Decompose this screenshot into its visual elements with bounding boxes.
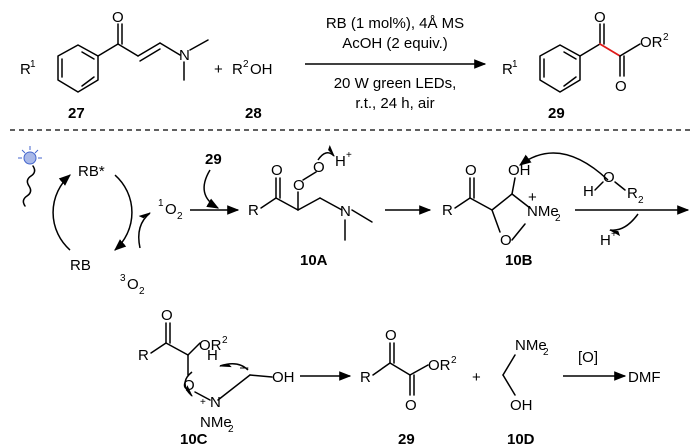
rb-excited-label: RB* bbox=[78, 163, 105, 180]
10b-released-plus: + bbox=[611, 229, 617, 240]
label-10c: 10C bbox=[180, 431, 208, 448]
intermediate-10a: R O O O H + N 10A bbox=[248, 144, 373, 269]
intermediate-10d: NMe 2 OH 10D bbox=[502, 337, 549, 448]
triplet-o2-label: O bbox=[127, 276, 139, 293]
product-29-bottom: R O O OR 2 29 bbox=[360, 327, 457, 448]
10b-ketone-o: O bbox=[465, 162, 477, 179]
10c-electron-arrow-1 bbox=[218, 363, 249, 371]
substrate-27: O N R 1 27 bbox=[20, 9, 209, 122]
10a-ketone-o: O bbox=[271, 162, 283, 179]
o2-activation-arrow bbox=[138, 212, 151, 249]
10a-plus: + bbox=[346, 150, 352, 161]
r2-superscript: 2 bbox=[243, 59, 249, 70]
singlet-o2-subscript: 2 bbox=[177, 211, 183, 222]
10b-alcohol-h: H bbox=[583, 183, 594, 200]
oh-label: OH bbox=[250, 61, 273, 78]
label-10b: 10B bbox=[505, 252, 533, 269]
singlet-o2-superscript: 1 bbox=[158, 198, 164, 209]
input-curved-arrow bbox=[203, 169, 220, 209]
label-28: 28 bbox=[245, 105, 262, 122]
10a-n: N bbox=[340, 203, 351, 220]
singlet-o2-label: O bbox=[165, 201, 177, 218]
cycle-arc-left bbox=[52, 174, 71, 251]
r2-label: R bbox=[232, 61, 243, 78]
carbonyl-o: O bbox=[112, 9, 124, 26]
10d-oh: OH bbox=[510, 397, 533, 414]
10a-peroxo-o2: O bbox=[313, 159, 325, 176]
condition-line-4: r.t., 24 h, air bbox=[355, 95, 434, 112]
29-or2: OR bbox=[428, 357, 451, 374]
condition-line-3: 20 W green LEDs, bbox=[334, 75, 457, 92]
10c-plus: + bbox=[200, 397, 206, 408]
10c-r: R bbox=[138, 347, 149, 364]
10b-alcohol-o: O bbox=[603, 169, 615, 186]
light-wavy-arrow bbox=[22, 165, 36, 207]
dmf-label: DMF bbox=[628, 369, 661, 386]
10c-electron-arrow-2 bbox=[184, 371, 193, 397]
10c-me2-sub: 2 bbox=[228, 424, 234, 435]
10c-h: H bbox=[207, 347, 218, 364]
29-or2-sup: 2 bbox=[451, 355, 457, 366]
product-ketone-o: O bbox=[594, 9, 606, 26]
light-bulb-icon bbox=[18, 146, 42, 165]
r1-superscript: 1 bbox=[30, 59, 36, 70]
10b-nme2-sub: 2 bbox=[555, 213, 561, 224]
intermediate-10c: R O OR 2 O N + NMe 2 H – OH 10C bbox=[138, 307, 295, 448]
10a-h: H bbox=[335, 153, 346, 170]
10c-ketone-o: O bbox=[161, 307, 173, 324]
10c-or2-sup: 2 bbox=[222, 335, 228, 346]
10b-r2: R bbox=[627, 185, 638, 202]
label-10a: 10A bbox=[300, 252, 328, 269]
product-r1: R bbox=[502, 61, 513, 78]
intermediate-10b: R O O OH NMe 2 + H O R 2 H + 10B bbox=[442, 152, 690, 269]
product-ester-o: O bbox=[615, 78, 627, 95]
10a-r: R bbox=[248, 202, 259, 219]
reagent-28: + R 2 OH 28 bbox=[214, 59, 273, 122]
triplet-o2-subscript: 2 bbox=[139, 286, 145, 297]
condition-line-2: AcOH (2 equiv.) bbox=[342, 35, 448, 52]
10a-proton-arrow bbox=[317, 144, 335, 161]
plus-sign: + bbox=[214, 61, 223, 78]
product-or2: OR bbox=[640, 34, 663, 51]
cycle-input-29: 29 bbox=[205, 151, 222, 168]
label-29-bottom: 29 bbox=[398, 431, 415, 448]
10d-nme2-sub: 2 bbox=[543, 347, 549, 358]
r1-label: R bbox=[20, 61, 31, 78]
10b-plus: + bbox=[528, 189, 537, 206]
label-27: 27 bbox=[68, 105, 85, 122]
rb-ground-label: RB bbox=[70, 257, 91, 274]
amine-n: N bbox=[179, 47, 190, 64]
10c-n: N bbox=[210, 394, 221, 411]
10b-oh: OH bbox=[508, 162, 531, 179]
10c-or2: OR bbox=[199, 337, 222, 354]
29-r: R bbox=[360, 369, 371, 386]
10a-peroxo-o1: O bbox=[293, 177, 305, 194]
10b-attack-arrow bbox=[519, 152, 609, 181]
10c-me2: NMe bbox=[200, 414, 232, 431]
10b-r: R bbox=[442, 202, 453, 219]
10b-released-h: H bbox=[600, 232, 611, 249]
10c-oh: OH bbox=[272, 369, 295, 386]
product-or2-superscript: 2 bbox=[663, 32, 669, 43]
29-ester-o: O bbox=[405, 397, 417, 414]
product-r1-superscript: 1 bbox=[512, 59, 518, 70]
10b-r2-sub: 2 bbox=[638, 195, 644, 206]
plus-29-10d: + bbox=[472, 369, 481, 386]
10b-ring-o: O bbox=[500, 232, 512, 249]
10d-nme2: NMe bbox=[515, 337, 547, 354]
photocatalytic-cycle: RB* RB 1 O 2 3 O 2 bbox=[18, 146, 183, 297]
label-29: 29 bbox=[548, 105, 565, 122]
triplet-o2-superscript: 3 bbox=[120, 273, 126, 284]
label-10d: 10D bbox=[507, 431, 535, 448]
cycle-arc-right bbox=[114, 174, 133, 251]
condition-line-1: RB (1 mol%), 4Å MS bbox=[326, 15, 464, 32]
10b-proton-release-arrow bbox=[608, 213, 639, 237]
product-29: O O OR 2 R 1 29 bbox=[502, 9, 669, 122]
29-ketone-o: O bbox=[385, 327, 397, 344]
conditions: RB (1 mol%), 4Å MS AcOH (2 equiv.) 20 W … bbox=[305, 15, 487, 112]
oxidant-label: [O] bbox=[578, 349, 598, 366]
10b-nme2: NMe bbox=[527, 203, 559, 220]
